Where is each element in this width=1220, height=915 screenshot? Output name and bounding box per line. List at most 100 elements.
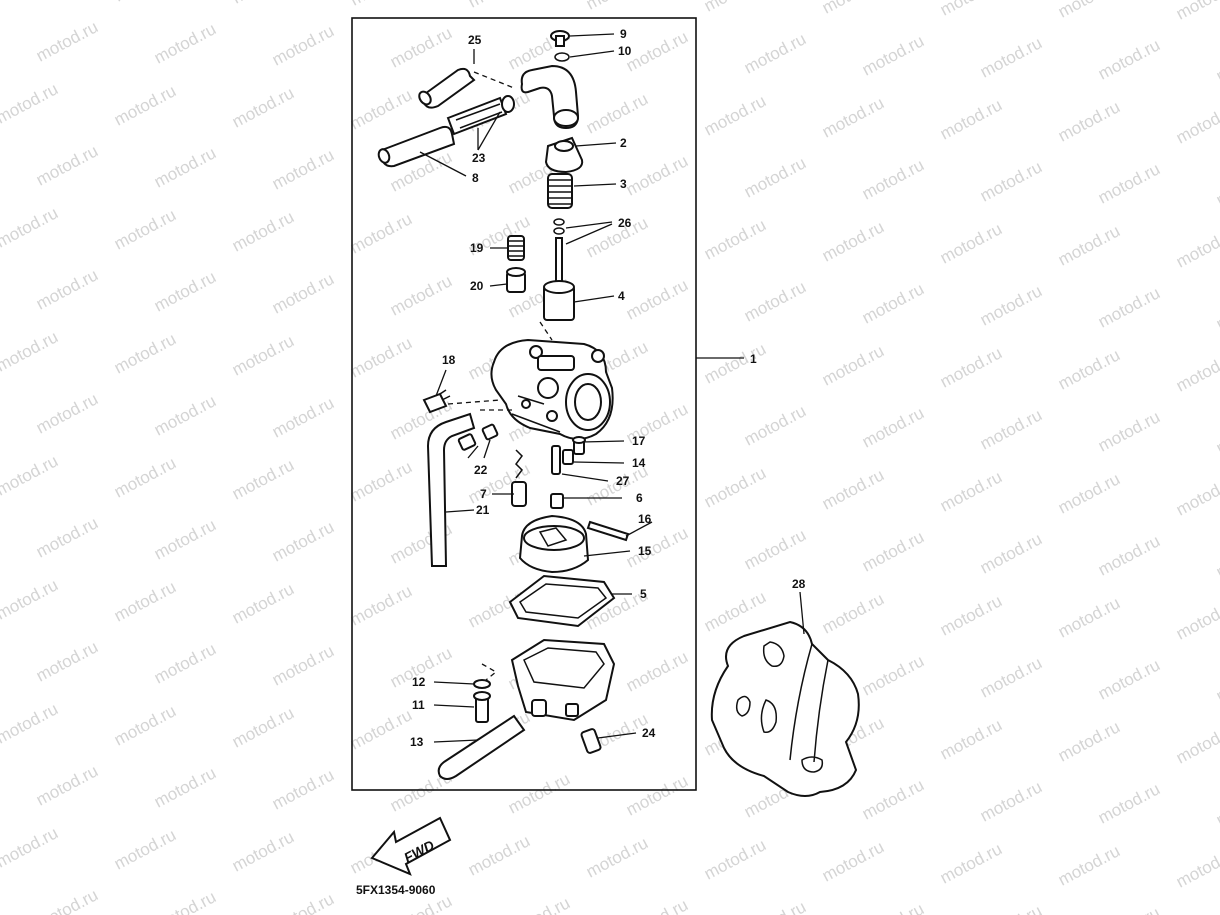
watermark-text: motod.ru <box>465 0 533 12</box>
watermark-text: motod.ru <box>701 587 769 635</box>
watermark-text: motod.ru <box>937 839 1005 887</box>
label-part-5: 5 <box>640 587 647 601</box>
watermark-text: motod.ru <box>1173 0 1220 24</box>
watermark-text: motod.ru <box>0 575 61 623</box>
watermark-text: motod.ru <box>151 143 219 191</box>
part-washer-12 <box>473 679 491 689</box>
label-part-18: 18 <box>442 353 456 367</box>
watermark-text: motod.ru <box>1213 905 1220 915</box>
watermark-text: motod.ru <box>111 453 179 501</box>
part-washer-10 <box>554 52 570 62</box>
label-part-23: 23 <box>472 151 486 165</box>
watermark-text: motod.ru <box>977 901 1045 915</box>
watermark-text: motod.ru <box>1055 221 1123 269</box>
watermark-text: motod.ru <box>1055 717 1123 765</box>
watermark-text: motod.ru <box>1173 471 1220 519</box>
watermark-text: motod.ru <box>741 401 809 449</box>
part-cap-2 <box>544 136 584 174</box>
watermark-text: motod.ru <box>1213 657 1220 705</box>
watermark-text: motod.ru <box>937 95 1005 143</box>
label-part-22: 22 <box>474 463 488 477</box>
watermark-text: motod.ru <box>229 331 297 379</box>
part-clamps-23 <box>446 95 515 136</box>
part-throttle-valve-4 <box>543 280 575 321</box>
watermark-text: motod.ru <box>937 715 1005 763</box>
label-part-1: 1 <box>750 352 757 366</box>
watermark-text: motod.ru <box>33 141 101 189</box>
watermark-text: motod.ru <box>0 699 61 747</box>
watermark-text: motod.ru <box>1095 903 1163 915</box>
watermark-text: motod.ru <box>741 153 809 201</box>
watermark-text: motod.ru <box>111 701 179 749</box>
watermark-text: motod.ru <box>1055 0 1123 22</box>
part-needle-26 <box>553 218 565 283</box>
watermark-text: motod.ru <box>33 389 101 437</box>
label-part-11: 11 <box>412 698 425 712</box>
watermark-text: motod.ru <box>937 343 1005 391</box>
watermark-text: motod.ru <box>1173 595 1220 643</box>
watermark-text: motod.ru <box>1173 223 1220 271</box>
watermark-text: motod.ru <box>623 27 691 75</box>
watermark-text: motod.ru <box>229 827 297 875</box>
watermark-text: motod.ru <box>859 899 927 915</box>
part-labels: 1 2 3 4 5 6 7 8 9 10 11 12 13 14 15 16 1… <box>410 27 806 749</box>
part-screws-22 <box>457 423 499 451</box>
part-drain-hose-13 <box>437 714 526 780</box>
watermark-text: motod.ru <box>387 271 455 319</box>
watermark-text: motod.ru <box>819 93 887 141</box>
watermark-text: motod.ru <box>151 267 219 315</box>
label-part-4: 4 <box>618 289 625 303</box>
watermark-text: motod.ru <box>269 517 337 565</box>
watermark-text: motod.ru <box>1095 655 1163 703</box>
watermark-text: motod.ru <box>151 19 219 67</box>
watermark-text: motod.ru <box>0 327 61 375</box>
watermark-text: motod.ru <box>33 265 101 313</box>
watermark-text: motod.ru <box>1095 35 1163 83</box>
watermark-text: motod.ru <box>347 705 415 753</box>
watermark-text: motod.ru <box>151 639 219 687</box>
watermark-text: motod.ru <box>111 577 179 625</box>
watermark-text: motod.ru <box>937 467 1005 515</box>
label-part-12: 12 <box>412 675 426 689</box>
watermark-text: motod.ru <box>701 835 769 883</box>
watermark-text: motod.ru <box>583 833 651 881</box>
watermark-text: motod.ru <box>0 823 61 871</box>
watermark-text: motod.ru <box>269 393 337 441</box>
label-part-20: 20 <box>470 279 484 293</box>
watermark-text: motod.ru <box>33 885 101 915</box>
watermark-text: motod.ru <box>1055 97 1123 145</box>
label-part-6: 6 <box>636 491 643 505</box>
watermark-text: motod.ru <box>151 515 219 563</box>
watermark-text: motod.ru <box>111 825 179 873</box>
part-screw-17 <box>572 436 586 455</box>
watermark-text: motod.ru <box>1173 843 1220 891</box>
watermark-text: motod.ru <box>1213 285 1220 333</box>
watermark-text: motod.ru <box>1213 781 1220 829</box>
part-main-jet-6 <box>550 493 564 509</box>
watermark-text: motod.ru <box>1095 283 1163 331</box>
watermark-text: motod.ru <box>1055 469 1123 517</box>
watermark-text: motod.ru <box>0 79 61 127</box>
watermark-text: motod.ru <box>111 205 179 253</box>
watermark-text: motod.ru <box>1055 593 1123 641</box>
watermark-text: motod.ru <box>1213 161 1220 209</box>
watermark-text: motod.ru <box>1095 407 1163 455</box>
watermark-text: motod.ru <box>505 769 573 817</box>
leader-lines <box>419 33 805 743</box>
label-part-14: 14 <box>632 456 646 470</box>
label-part-3: 3 <box>620 177 627 191</box>
watermark-text: motod.ru <box>229 83 297 131</box>
watermark-text: motod.ru <box>151 763 219 811</box>
label-part-8: 8 <box>472 171 479 185</box>
label-part-24: 24 <box>642 726 656 740</box>
watermark-text: motod.ru <box>269 765 337 813</box>
part-hose-21 <box>426 412 476 567</box>
watermark-text: motod.ru <box>977 33 1045 81</box>
watermark-text: motod.ru <box>347 0 415 10</box>
watermark-text: motod.ru <box>1095 159 1163 207</box>
watermark-text: motod.ru <box>347 457 415 505</box>
watermark-text: motod.ru <box>229 207 297 255</box>
watermark-text: motod.ru <box>623 523 691 571</box>
watermark-text: motod.ru <box>977 653 1045 701</box>
watermark-text: motod.ru <box>819 217 887 265</box>
